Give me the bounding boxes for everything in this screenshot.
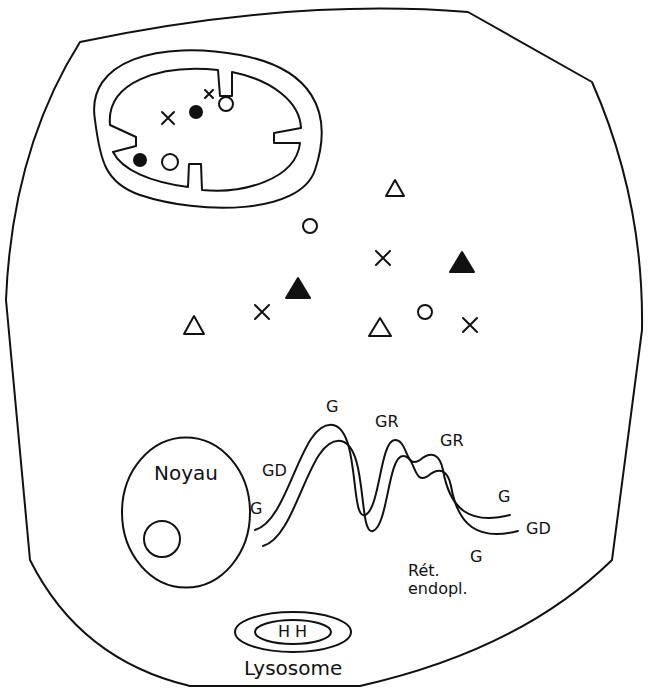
nucleus-shape — [120, 435, 252, 590]
mitochondrion-cristae — [110, 69, 301, 191]
lysosome-outline — [235, 612, 351, 652]
nucleolus — [144, 521, 180, 557]
er-label: GR — [375, 413, 399, 431]
metabolite-symbols — [134, 90, 477, 336]
er-name: Rét. endopl. — [408, 562, 488, 599]
lysosome-label: Lysosome — [244, 657, 342, 679]
enzyme-label: H H — [278, 623, 307, 641]
er-label: GD — [526, 520, 551, 538]
nucleus-outline — [122, 438, 250, 588]
nucleus: Noyau — [120, 435, 252, 590]
cell-membrane — [6, 9, 642, 686]
mitochondrion-outer — [94, 50, 322, 208]
er-membrane — [255, 425, 518, 546]
er-label: GD — [262, 462, 287, 480]
er-label: G — [326, 398, 338, 416]
lysosome-inner — [255, 620, 331, 644]
lysosome: H H Lysosome — [226, 610, 360, 684]
er-label: G — [250, 500, 262, 518]
er-label: G — [470, 548, 482, 566]
er-label: GR — [440, 432, 464, 450]
er-label: G — [498, 488, 510, 506]
nucleus-label: Noyau — [154, 462, 218, 484]
